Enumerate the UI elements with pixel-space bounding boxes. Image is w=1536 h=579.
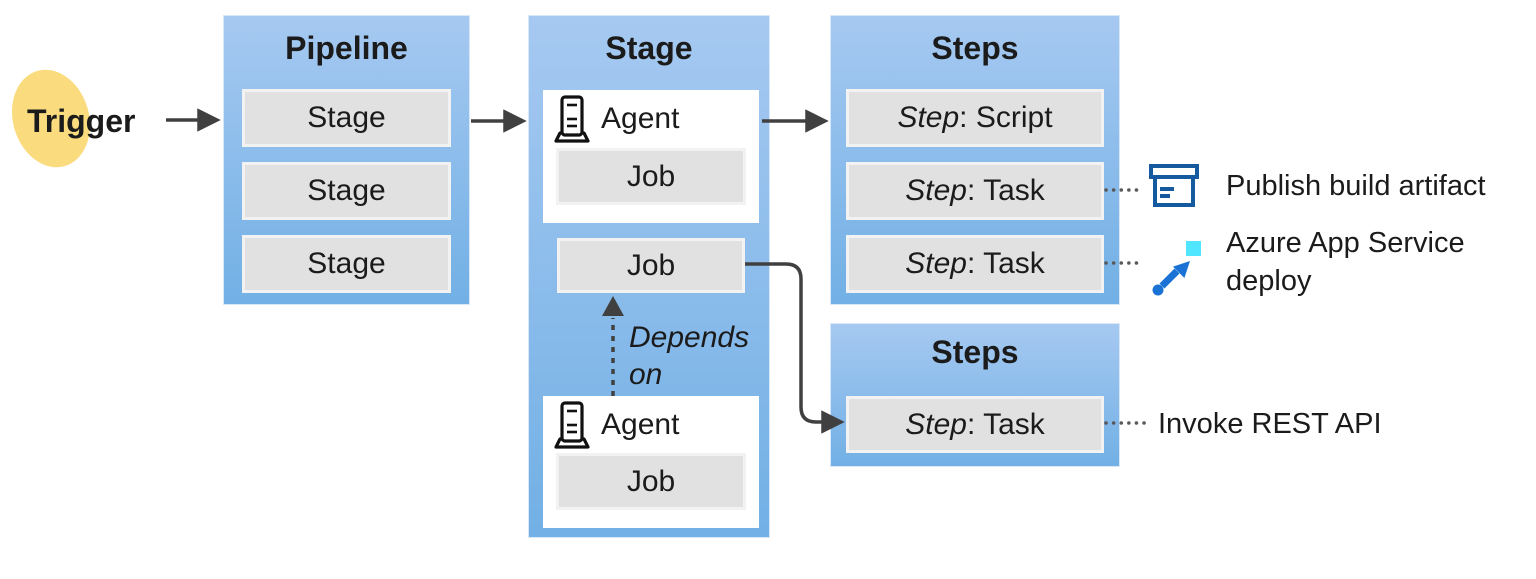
steps-list: Step: Script Step: Task Step: Task [831,89,1119,293]
step-row-script: Step: Script [846,89,1104,147]
stage-panel: Stage Agent Job Job Depends on [528,15,770,538]
job-row: Job [556,453,746,510]
agent-icon [554,95,590,143]
step-value: : Task [966,247,1045,280]
agent-box-bottom: Agent Job [543,396,759,528]
pipeline-panel: Pipeline Stage Stage Stage [223,15,470,305]
step-prefix: Step [905,247,967,280]
step-row-task: Step: Task [846,235,1104,293]
steps-title: Steps [931,334,1019,370]
pipeline-stage-row: Stage [242,162,451,220]
depends-on-label: Depends on [629,321,750,391]
job-row-standalone: Job [557,238,745,293]
job-label: Job [626,248,676,282]
stage-title: Stage [605,30,693,66]
step-row-task: Step: Task [846,396,1104,453]
step-value: : Task [966,407,1045,441]
steps-panel-bottom: Steps Step: Task [830,323,1120,467]
stage-row-label: Stage [307,101,386,134]
agent-label: Agent [601,102,680,135]
stage-row-label: Stage [307,174,386,207]
pipeline-stage-row: Stage [242,235,451,293]
agent-box-top: Agent Job [543,90,759,223]
steps-panel-top: Steps Step: Script Step: Task Step: Task [830,15,1120,305]
pipeline-stage-list: Stage Stage Stage [224,89,469,293]
job-label: Job [626,159,676,193]
pipeline-title: Pipeline [285,30,408,66]
pipeline-stage-row: Stage [242,89,451,147]
publish-build-artifact-label: Publish build artifact [1226,170,1486,202]
step-value: : Script [959,101,1053,134]
agent-head: Agent [543,90,759,148]
step-value: : Task [966,174,1045,207]
job-row: Job [556,148,746,205]
steps-list: Step: Task [831,396,1119,453]
step-prefix: Step [905,174,967,207]
deploy-arrow-icon [1152,241,1201,296]
step-prefix: Step [905,407,967,441]
invoke-rest-api-label: Invoke REST API [1158,408,1382,440]
trigger-label: Trigger [27,102,136,139]
agent-head: Agent [543,396,759,453]
step-row-task: Step: Task [846,162,1104,220]
archive-box-icon [1149,164,1199,207]
job-label: Job [626,464,676,498]
agent-label: Agent [601,407,680,441]
step-prefix: Step [897,101,960,134]
steps-title: Steps [931,30,1019,66]
agent-icon [554,400,590,449]
stage-row-label: Stage [307,247,386,280]
azure-app-service-deploy-label: Azure App Service deploy [1226,227,1465,297]
